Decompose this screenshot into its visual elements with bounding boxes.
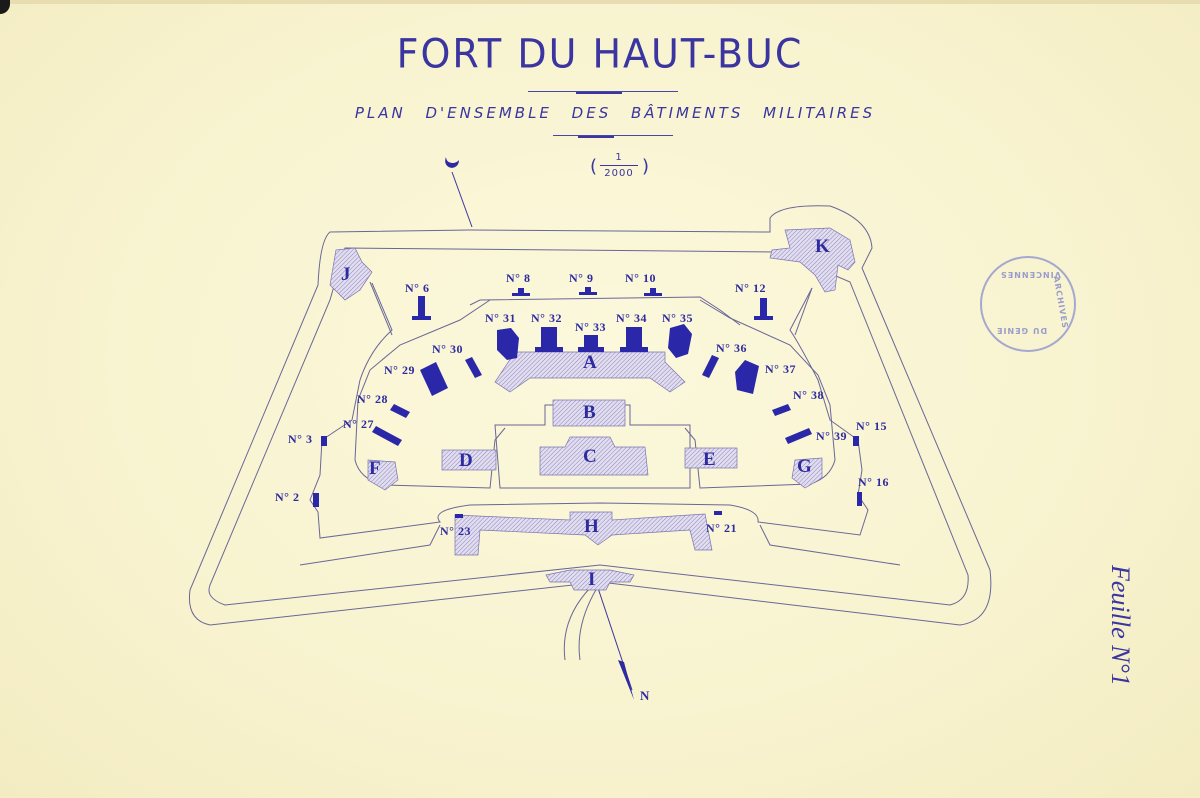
label-n15: N° 15 (856, 419, 887, 433)
structure-n6 (412, 296, 431, 320)
label-n33: N° 33 (575, 320, 606, 334)
pointer-line (451, 171, 473, 228)
label-n6: N° 6 (405, 281, 430, 295)
label-n8: N° 8 (506, 271, 531, 285)
building-label-A: A (583, 352, 597, 373)
stamp-right-text: ARCHIVES (1051, 275, 1070, 330)
label-n27: N° 27 (343, 417, 374, 431)
building-C-shape (539, 436, 649, 476)
label-n2: N° 2 (275, 490, 300, 504)
structure-n39 (785, 428, 812, 444)
label-n9: N° 9 (569, 271, 594, 285)
structure-n29 (420, 362, 448, 396)
label-n34: N° 34 (616, 311, 647, 325)
paren-close: ) (642, 156, 650, 177)
structure-n34 (620, 327, 648, 352)
structure-n15 (853, 436, 859, 446)
scan-corner (0, 0, 10, 14)
plan-subtitle: PLAN D'ENSEMBLE DES BÂTIMENTS MILITAIRES (354, 104, 876, 122)
building-J-shape (329, 247, 373, 301)
building-label-C: C (583, 446, 597, 467)
structure-n35 (668, 324, 692, 358)
label-n32: N° 32 (531, 311, 562, 325)
label-n21: N° 21 (706, 521, 737, 535)
label-n37: N° 37 (765, 362, 796, 376)
structure-n31 (497, 328, 519, 360)
structure-n9 (579, 287, 597, 295)
title-rule (528, 91, 678, 92)
title-rule-accent (576, 92, 622, 94)
scale-ratio: ( 1 2000 ) (584, 150, 654, 184)
label-n16: N° 16 (858, 475, 889, 489)
paren-open: ( (590, 156, 598, 177)
structure-n16 (857, 492, 862, 506)
label-n29: N° 29 (384, 363, 415, 377)
label-n31: N° 31 (485, 311, 516, 325)
building-A-shape (494, 351, 686, 393)
structure-n10 (644, 288, 662, 296)
building-label-B: B (583, 402, 596, 423)
structure-n23 (455, 514, 463, 518)
structure-n38 (772, 404, 791, 416)
building-label-K: K (815, 236, 830, 257)
structure-n27 (372, 426, 402, 446)
scale-fraction-bar (600, 165, 638, 166)
structure-n32 (535, 327, 563, 352)
building-label-I: I (588, 569, 596, 590)
structure-n30 (465, 357, 482, 378)
sheet-number: Feuille N°1 (1106, 565, 1135, 686)
building-B-shape (552, 399, 626, 427)
structure-n36 (702, 355, 719, 378)
structure-n33 (578, 335, 604, 352)
label-n36: N° 36 (716, 341, 747, 355)
building-label-G: G (797, 456, 812, 477)
building-label-H: H (584, 516, 599, 537)
building-label-F: F (369, 458, 381, 479)
archive-stamp: VINCENNES ARCHIVES DU GENIE (980, 256, 1076, 352)
building-H-shape (454, 511, 713, 556)
numbered-structures (313, 287, 862, 518)
building-E-shape (684, 447, 738, 469)
label-n3: N° 3 (288, 432, 313, 446)
structure-n28 (390, 404, 410, 418)
label-n30: N° 30 (432, 342, 463, 356)
scale-numerator: 1 (615, 152, 623, 163)
structure-n21 (714, 511, 722, 515)
label-n38: N° 38 (793, 388, 824, 402)
label-n23: N° 23 (440, 524, 471, 538)
structure-n8 (512, 288, 530, 296)
label-n35: N° 35 (662, 311, 693, 325)
stamp-bottom-text: DU GENIE (996, 326, 1048, 335)
outer-rampart (188, 205, 992, 626)
paper-edge (0, 0, 1200, 4)
subtitle-rule (553, 135, 673, 136)
plan-title: FORT DU HAUT-BUC (396, 30, 804, 78)
building-label-E: E (703, 449, 716, 470)
label-n10: N° 10 (625, 271, 656, 285)
structure-n3 (321, 436, 327, 446)
subtitle-rule-accent (578, 136, 614, 138)
structure-n2 (313, 493, 319, 507)
building-label-J: J (341, 264, 351, 285)
scale-denominator: 2000 (604, 168, 634, 179)
building-K-shape (769, 227, 856, 293)
north-label: N (640, 688, 650, 703)
building-D-shape (441, 449, 497, 471)
label-n28: N° 28 (357, 392, 388, 406)
building-label-D: D (459, 450, 473, 471)
label-n12: N° 12 (735, 281, 766, 295)
structure-n37 (735, 360, 759, 394)
building-G-shape (791, 457, 823, 489)
north-arrow-icon (618, 660, 634, 700)
crescent-icon (445, 157, 460, 168)
structure-n12 (754, 298, 773, 320)
building-F-shape (367, 459, 399, 491)
building-I-shape (545, 569, 635, 591)
label-n39: N° 39 (816, 429, 847, 443)
